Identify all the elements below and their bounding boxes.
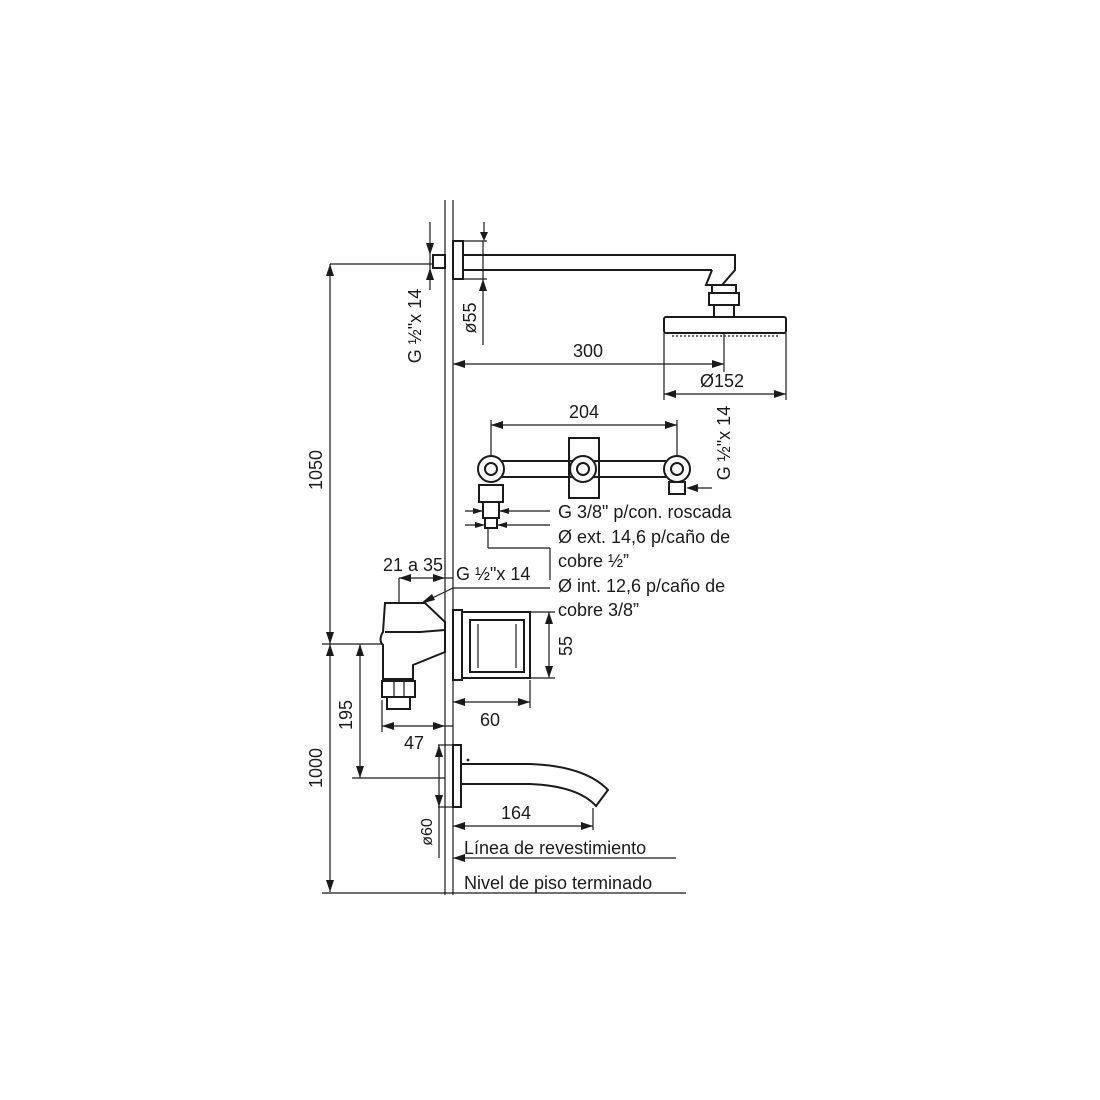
tub-spout: [452, 744, 610, 808]
thread-right-label: G ½"x 14: [714, 406, 734, 480]
dimension-47: 47: [381, 700, 453, 753]
floor-line-label: Nivel de piso terminado: [464, 873, 652, 893]
dim-60-label: 60: [480, 710, 500, 730]
dim-300-label: 300: [573, 341, 603, 361]
valve-body: [477, 437, 691, 529]
note-ext-line2: cobre ½”: [558, 551, 629, 571]
dimension-1050: 1050: [306, 263, 445, 644]
floor-line: Nivel de piso terminado: [322, 873, 686, 894]
shower-arm-assembly: [432, 240, 787, 337]
dimension-164: 164: [453, 803, 594, 830]
dimension-thread-top: G ½"x 14: [405, 222, 434, 363]
o152-label: Ø152: [700, 371, 744, 391]
dim-204-label: 204: [569, 402, 599, 422]
dim-1000-label: 1000: [306, 748, 326, 788]
thread-top-label: G ½"x 14: [405, 289, 425, 363]
dim-164-label: 164: [501, 803, 531, 823]
note-int-line1: Ø int. 12,6 p/caño de: [558, 576, 725, 596]
o55-label: ø55: [460, 302, 480, 333]
note-ext-line1: Ø ext. 14,6 p/caño de: [558, 527, 730, 547]
cladding-line: Línea de revestimiento: [453, 838, 676, 862]
dim-47-label: 47: [404, 733, 424, 753]
dimension-o55: ø55: [460, 240, 487, 345]
dimension-flange-thickness: [480, 222, 488, 241]
dimension-o60: ø60: [419, 744, 453, 858]
dim-1050-label: 1050: [306, 450, 326, 490]
dimension-300: 300: [453, 333, 725, 372]
thread-mid-label: G ½"x 14: [456, 564, 530, 584]
dim-21a35-label: 21 a 35: [383, 555, 443, 575]
fitting-notes: G 3/8" p/con. roscada Ø ext. 14,6 p/caño…: [465, 502, 732, 580]
dim-55-label: 55: [556, 636, 576, 656]
dimension-21a35: 21 a 35: [383, 555, 453, 603]
dimension-55: 55: [530, 611, 576, 679]
note-g38: G 3/8" p/con. roscada: [558, 502, 732, 522]
dimension-o152: Ø152: [663, 333, 787, 400]
dimension-thread-right: G ½"x 14: [686, 406, 734, 492]
dimension-60: 60: [453, 680, 531, 730]
cladding-line-label: Línea de revestimiento: [464, 838, 646, 858]
mixer-body: [379, 602, 531, 710]
o60-label: ø60: [419, 818, 436, 846]
dimension-195: 195: [336, 644, 445, 779]
wall: [444, 200, 454, 895]
dimension-thread-mid: G ½"x 14: [420, 564, 550, 604]
dimension-1000: 1000: [306, 643, 400, 892]
dimension-204: 204: [490, 402, 678, 456]
dim-195-label: 195: [336, 700, 356, 730]
note-int-line2: cobre 3/8”: [558, 600, 639, 620]
